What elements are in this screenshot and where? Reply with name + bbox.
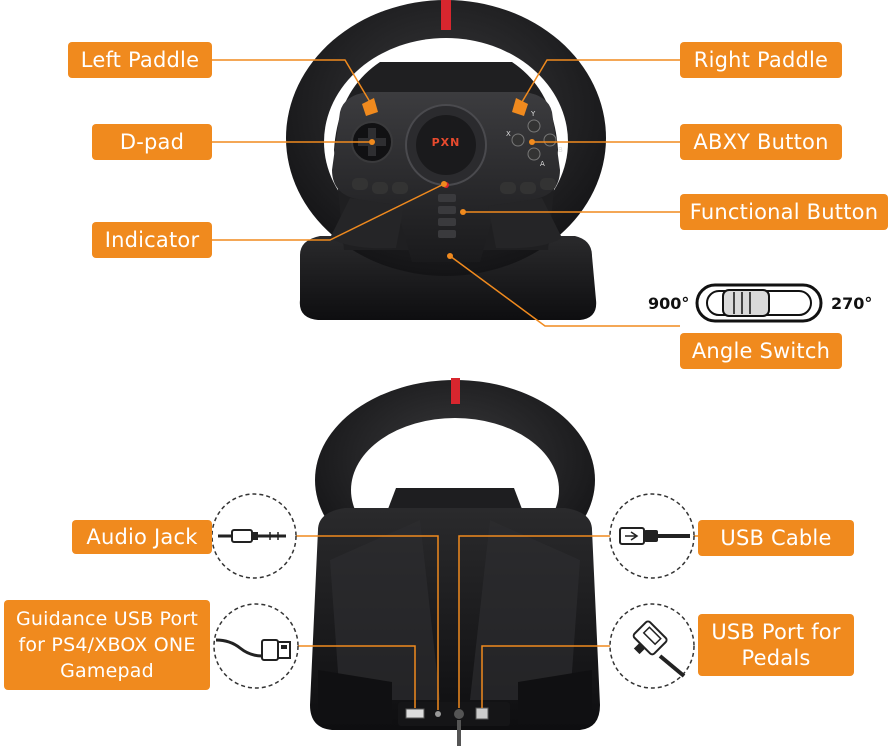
button-a xyxy=(527,147,541,161)
wheel-logo: PXN xyxy=(431,136,461,149)
angle-900-value: 900° xyxy=(648,294,690,313)
angle-switch-icon xyxy=(695,283,823,323)
function-button-4 xyxy=(438,230,456,238)
usb-cable-label: USB Cable xyxy=(698,520,854,556)
top-marker-rear xyxy=(451,378,460,404)
pedal-usb-port-label: USB Port for Pedals xyxy=(698,614,854,676)
usb-cable-icon xyxy=(609,493,695,579)
angle-270-value: 270° xyxy=(831,294,873,313)
left-paddle xyxy=(362,98,378,116)
angle-switch-label: Angle Switch xyxy=(680,333,842,369)
function-button-2 xyxy=(438,206,456,214)
pedals-line-1: USB Port for xyxy=(711,620,841,644)
audio-jack-port xyxy=(435,711,441,717)
audio-jack-icon xyxy=(211,493,297,579)
function-button-3 xyxy=(438,218,456,226)
button-letter-y: Y xyxy=(531,110,536,118)
usb-a-plug-icon xyxy=(213,603,299,689)
button-letter-a: A xyxy=(540,160,545,168)
top-leader-lines xyxy=(212,59,680,327)
right-paddle-label: Right Paddle xyxy=(680,42,842,78)
button-x xyxy=(511,133,525,147)
guidance-line-1: Guidance USB Port xyxy=(15,608,199,630)
dpad-label: D-pad xyxy=(92,124,212,160)
rj-pedal-plug-icon xyxy=(609,603,695,689)
button-b xyxy=(543,133,557,147)
rear-wheel-group xyxy=(310,378,600,746)
right-paddle xyxy=(512,98,528,116)
front-wheel-group xyxy=(286,0,606,320)
guidance-usb-port-label: Guidance USB Port for PS4/XBOX ONE Gamep… xyxy=(4,600,210,690)
top-marker-front xyxy=(441,0,451,30)
indicator-label: Indicator xyxy=(92,222,212,258)
pedals-line-2: Pedals xyxy=(741,646,811,670)
button-letter-b: B xyxy=(558,146,563,154)
pedal-usb-port xyxy=(475,707,489,720)
functional-button-label: Functional Button xyxy=(680,194,888,230)
audio-jack-label: Audio Jack xyxy=(72,520,212,554)
guidance-line-3: Gamepad xyxy=(60,660,154,682)
guidance-line-2: for PS4/XBOX ONE xyxy=(18,634,196,656)
abxy-label: ABXY Button xyxy=(680,124,842,160)
left-paddle-label: Left Paddle xyxy=(68,42,212,78)
button-letter-x: X xyxy=(506,130,511,138)
function-button-1 xyxy=(438,194,456,202)
button-y xyxy=(527,119,541,133)
guidance-usb-port xyxy=(405,708,425,719)
